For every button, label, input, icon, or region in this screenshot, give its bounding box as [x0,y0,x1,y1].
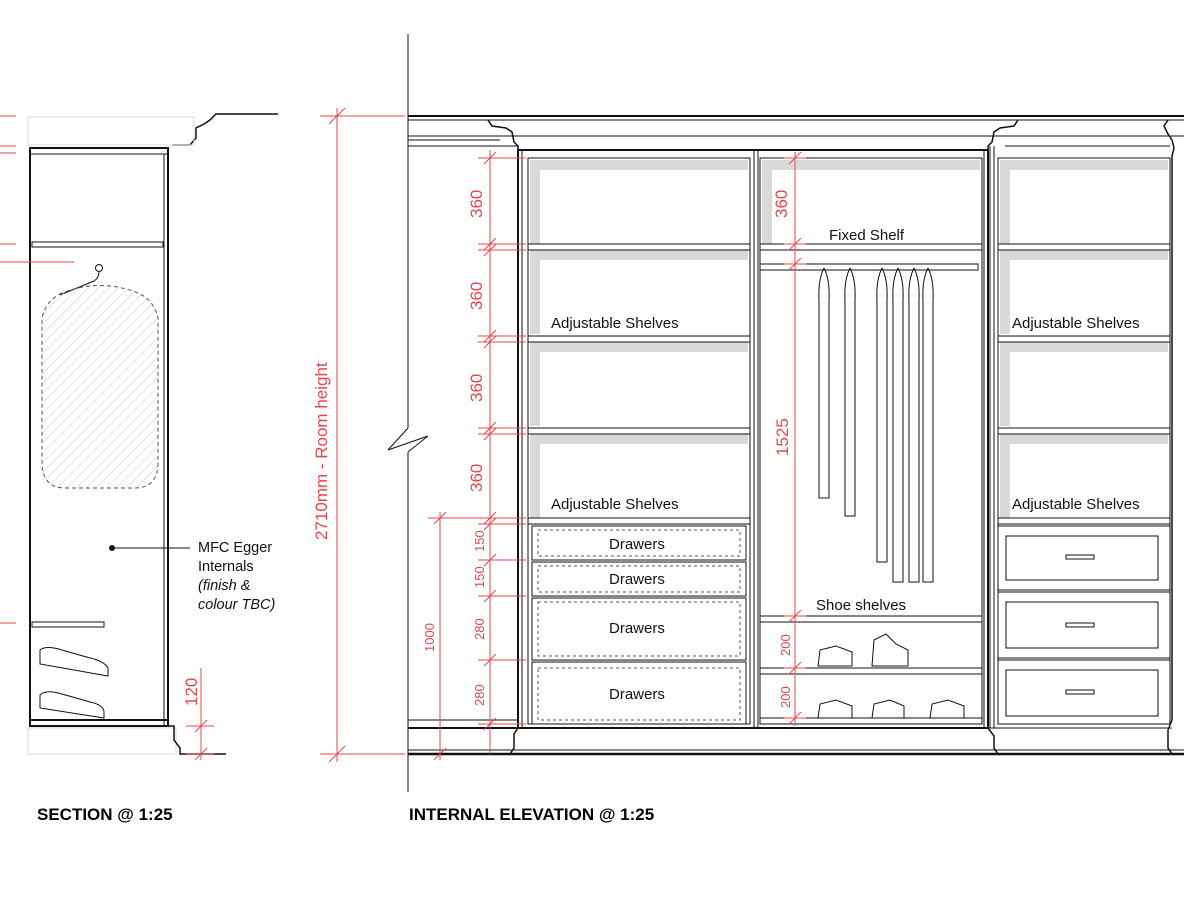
note-line-1: MFC Egger [198,540,272,556]
note-line-4: colour TBC) [198,597,275,613]
note-line-3: (finish & [198,578,250,594]
dim-plinth-120: 120 [182,678,201,706]
label-adjustable-shelves-3: Adjustable Shelves [1012,315,1140,332]
room-height-dimension: 2710mm - Room height [312,107,405,763]
label-adjustable-shelves-1: Adjustable Shelves [551,315,679,332]
section-view: 120 MFC Egger Internals (finish & colour… [0,113,278,824]
note-line-2: Internals [198,559,254,575]
dim-shoe-200-1: 200 [778,634,793,656]
dim-shelf-360-3: 360 [467,374,486,402]
elevation-title: INTERNAL ELEVATION @ 1:25 [409,805,654,824]
label-drawers-3: Drawers [609,620,665,637]
label-drawers-1: Drawers [609,536,665,553]
label-drawers-4: Drawers [609,686,665,703]
dim-drawer-150-1: 150 [472,530,487,552]
label-fixed-shelf: Fixed Shelf [829,227,905,244]
label-drawers-2: Drawers [609,571,665,588]
label-adjustable-shelves-2: Adjustable Shelves [551,496,679,513]
shoes [817,633,965,719]
dim-shelf-360-mid: 360 [772,190,791,218]
dim-shelf-360-4: 360 [467,464,486,492]
right-drawers [997,525,1171,725]
label-shoe-shelves: Shoe shelves [816,597,906,614]
label-adjustable-shelves-4: Adjustable Shelves [1012,496,1140,513]
dim-shoe-200-2: 200 [778,686,793,708]
dim-shelf-360-1: 360 [467,190,486,218]
dim-drawer-zone-1000: 1000 [422,623,437,652]
section-title: SECTION @ 1:25 [37,805,173,824]
dim-drawer-280-1: 280 [472,618,487,640]
dim-drawer-280-2: 280 [472,684,487,706]
hanging-garments [818,267,934,583]
left-drawers [531,525,747,725]
dim-shelf-360-2: 360 [467,282,486,310]
elevation-view: 360 360 360 360 150 150 280 280 1000 [387,34,1184,824]
left-dimension-chain: 360 360 360 360 150 150 280 280 1000 [422,150,526,761]
dim-drawer-150-2: 150 [472,566,487,588]
middle-dimension-chain: 360 1525 200 200 [772,151,806,726]
dim-room-height: 2710mm - Room height [312,362,331,540]
dim-hanging-1525: 1525 [773,418,792,456]
